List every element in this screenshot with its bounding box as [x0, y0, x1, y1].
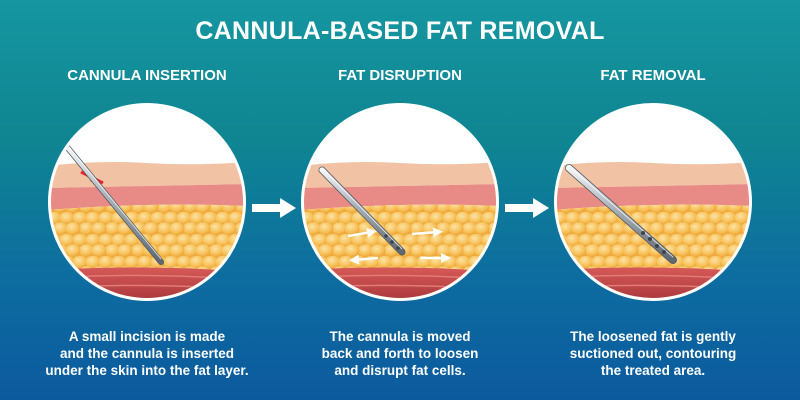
- removal-illustration: [553, 102, 753, 302]
- caption-insertion: A small incision is made and the cannula…: [22, 328, 272, 379]
- fat-layer: [304, 204, 496, 272]
- insertion-illustration: [47, 102, 247, 302]
- step-title-disruption: FAT DISRUPTION: [338, 67, 462, 84]
- flow-arrow-2: [505, 198, 549, 218]
- flow-arrow-1: [252, 198, 296, 218]
- cannula-icon: [64, 144, 164, 265]
- muscle-layer: [304, 267, 496, 298]
- caption-line: and disrupt fat cells.: [334, 363, 466, 378]
- motion-arrows: [347, 227, 451, 265]
- fat-layer: [51, 204, 243, 272]
- cannula-icon: [565, 164, 677, 264]
- step-title-insertion: CANNULA INSERTION: [67, 67, 227, 84]
- muscle-layer: [51, 267, 243, 298]
- page-title: CANNULA-BASED FAT REMOVAL: [195, 17, 605, 45]
- muscle-layer: [557, 267, 749, 298]
- caption-line: the treated area.: [600, 363, 706, 378]
- skin-layer: [51, 162, 243, 188]
- caption-line: The cannula is moved: [329, 329, 471, 344]
- disruption-illustration: [300, 102, 500, 302]
- caption-line: under the skin into the fat layer.: [45, 363, 249, 378]
- skin-layer: [557, 162, 749, 188]
- caption-line: suctioned out, contouring: [569, 346, 737, 361]
- caption-disruption: The cannula is moved back and forth to l…: [275, 328, 525, 379]
- cannula-icon: [318, 166, 406, 256]
- step-title-removal: FAT REMOVAL: [600, 67, 706, 84]
- dermis-layer: [557, 184, 749, 210]
- caption-removal: The loosened fat is gently suctioned out…: [528, 328, 778, 379]
- dermis-layer: [51, 184, 243, 210]
- skin-layer: [304, 162, 496, 188]
- caption-line: and the cannula is inserted: [59, 346, 235, 361]
- caption-line: A small incision is made: [68, 329, 226, 344]
- caption-line: back and forth to loosen: [321, 346, 479, 361]
- caption-line: The loosened fat is gently: [570, 329, 736, 344]
